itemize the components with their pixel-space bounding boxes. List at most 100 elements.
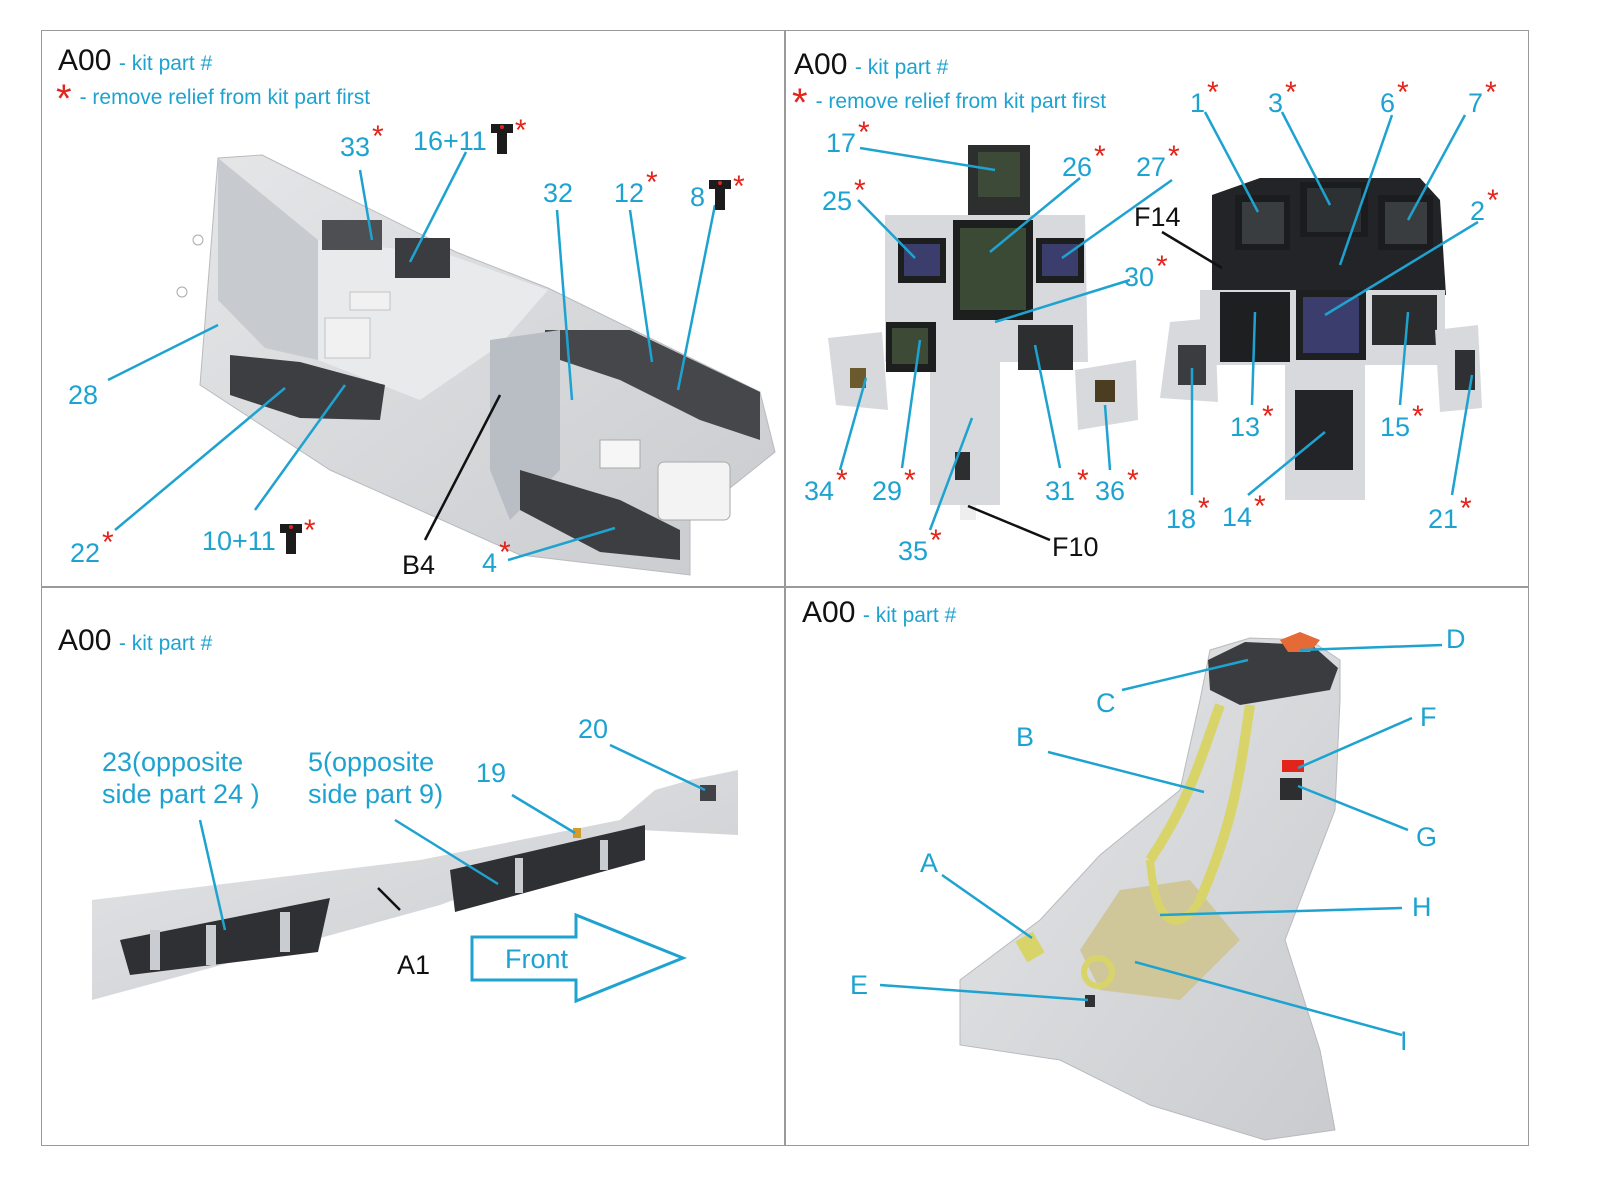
asterisk-icon: *	[499, 536, 511, 569]
kit-part-caption: - kit part #	[118, 52, 213, 75]
front-arrow-icon	[470, 912, 688, 1004]
asterisk-icon: *	[930, 524, 942, 557]
panel1-header: A00 - kit part #	[58, 46, 212, 76]
asterisk-icon: *	[514, 114, 527, 147]
asterisk-icon: *	[1254, 490, 1266, 523]
callout-6: 6*	[1380, 76, 1409, 118]
frame-divider-vertical	[784, 30, 786, 1146]
callout-33: 33*	[340, 120, 384, 162]
asterisk-icon: *	[303, 514, 316, 547]
callout-30: 30*	[1124, 250, 1168, 292]
front-label: Front	[505, 944, 569, 974]
callout-19: 19	[476, 758, 507, 788]
legend-text: - remove relief from kit part first	[815, 90, 1107, 113]
callout-C: C	[1096, 688, 1116, 718]
callout-A: A	[920, 848, 939, 878]
leader-lines-blue	[107, 111, 1479, 1037]
asterisk-icon: *	[56, 77, 72, 121]
asterisk-icon: *	[1485, 76, 1497, 109]
callout-I: I	[1400, 1026, 1408, 1056]
callout-13: 13*	[1230, 400, 1274, 442]
asterisk-icon: *	[1207, 76, 1219, 109]
callout-28: 28	[68, 380, 99, 410]
asterisk-icon: *	[1412, 400, 1424, 433]
asterisk-icon: *	[1094, 140, 1106, 173]
callout-1: 1*	[1190, 76, 1219, 118]
asterisk-icon: *	[102, 526, 114, 559]
photo-etch-tool-icon	[490, 124, 513, 154]
callout-F14: F14	[1134, 202, 1181, 232]
callout-2: 2*	[1470, 184, 1499, 226]
callout-31: 31*	[1045, 464, 1089, 506]
cockpit-tub-illustration	[176, 154, 776, 576]
ejection-seat-illustration	[959, 632, 1341, 1141]
kit-part-caption: - kit part #	[118, 632, 213, 655]
callout-22: 22*	[70, 526, 114, 568]
asterisk-icon: *	[858, 116, 870, 149]
asterisk-icon: *	[1262, 400, 1274, 433]
callout-F10: F10	[1052, 532, 1099, 562]
callout-21: 21*	[1428, 492, 1472, 534]
side-console-illustration	[92, 770, 738, 1000]
frame-divider-horizontal	[41, 586, 1529, 588]
asterisk-icon: *	[1487, 184, 1499, 217]
panel3-header: A00 - kit part #	[58, 626, 212, 656]
callout-26: 26*	[1062, 140, 1106, 182]
asterisk-icon: *	[1460, 492, 1472, 525]
part-code: A00	[58, 624, 112, 657]
asterisk-icon: *	[1168, 140, 1180, 173]
panel1-legend: * - remove relief from kit part first	[56, 79, 371, 119]
callout-17: 17*	[826, 116, 870, 158]
asterisk-icon: *	[792, 81, 808, 125]
instrument-panel-right-illustration	[1160, 178, 1482, 500]
asterisk-icon: *	[1156, 250, 1168, 283]
asterisk-icon: *	[646, 166, 658, 199]
callout-35: 35*	[898, 524, 942, 566]
asterisk-icon: *	[733, 170, 745, 203]
callout-14: 14*	[1222, 490, 1266, 532]
asterisk-icon: *	[1127, 464, 1139, 497]
callout-23: 23(opposite side part 24 )	[102, 747, 260, 810]
callout-18: 18*	[1166, 492, 1210, 534]
panel2-header: A00 - kit part #	[794, 50, 948, 80]
asterisk-icon: *	[372, 120, 384, 153]
callout-3: 3*	[1268, 76, 1297, 118]
callout-7: 7*	[1468, 76, 1497, 118]
callout-B: B	[1016, 722, 1035, 752]
callout-32: 32	[543, 178, 574, 208]
asterisk-icon: *	[904, 464, 916, 497]
callout-29: 29*	[872, 464, 916, 506]
callout-10-11: 10+11*	[202, 514, 316, 556]
asterisk-icon: *	[1397, 76, 1409, 109]
part-code: A00	[802, 596, 856, 629]
kit-part-caption: - kit part #	[862, 604, 957, 627]
part-code: A00	[58, 44, 112, 77]
callout-B4: B4	[402, 550, 436, 580]
callout-A1: A1	[397, 950, 431, 980]
asterisk-icon: *	[1077, 464, 1089, 497]
leader-lines-black	[377, 230, 1223, 911]
asterisk-icon: *	[1198, 492, 1210, 525]
asterisk-icon: *	[836, 464, 848, 497]
callout-12: 12*	[614, 166, 658, 208]
panel4-header: A00 - kit part #	[802, 598, 956, 628]
callout-16-11: 16+11*	[413, 114, 527, 156]
part-code: A00	[794, 48, 848, 81]
callout-G: G	[1416, 822, 1438, 852]
callout-34: 34*	[804, 464, 848, 506]
callout-4: 4*	[482, 536, 511, 578]
photo-etch-tool-icon	[709, 180, 732, 210]
asterisk-icon: *	[854, 174, 866, 207]
instrument-panel-left-illustration	[828, 145, 1138, 520]
callout-5: 5(opposite side part 9)	[308, 747, 444, 810]
callout-27: 27*	[1136, 140, 1180, 182]
callout-D: D	[1446, 624, 1466, 654]
asterisk-icon: *	[1285, 76, 1297, 109]
photo-etch-tool-icon	[279, 524, 302, 554]
callout-F: F	[1420, 702, 1437, 732]
legend-text: - remove relief from kit part first	[79, 86, 371, 109]
callout-36: 36*	[1095, 464, 1139, 506]
kit-part-caption: - kit part #	[854, 56, 949, 79]
panel2-legend: * - remove relief from kit part first	[792, 83, 1107, 123]
